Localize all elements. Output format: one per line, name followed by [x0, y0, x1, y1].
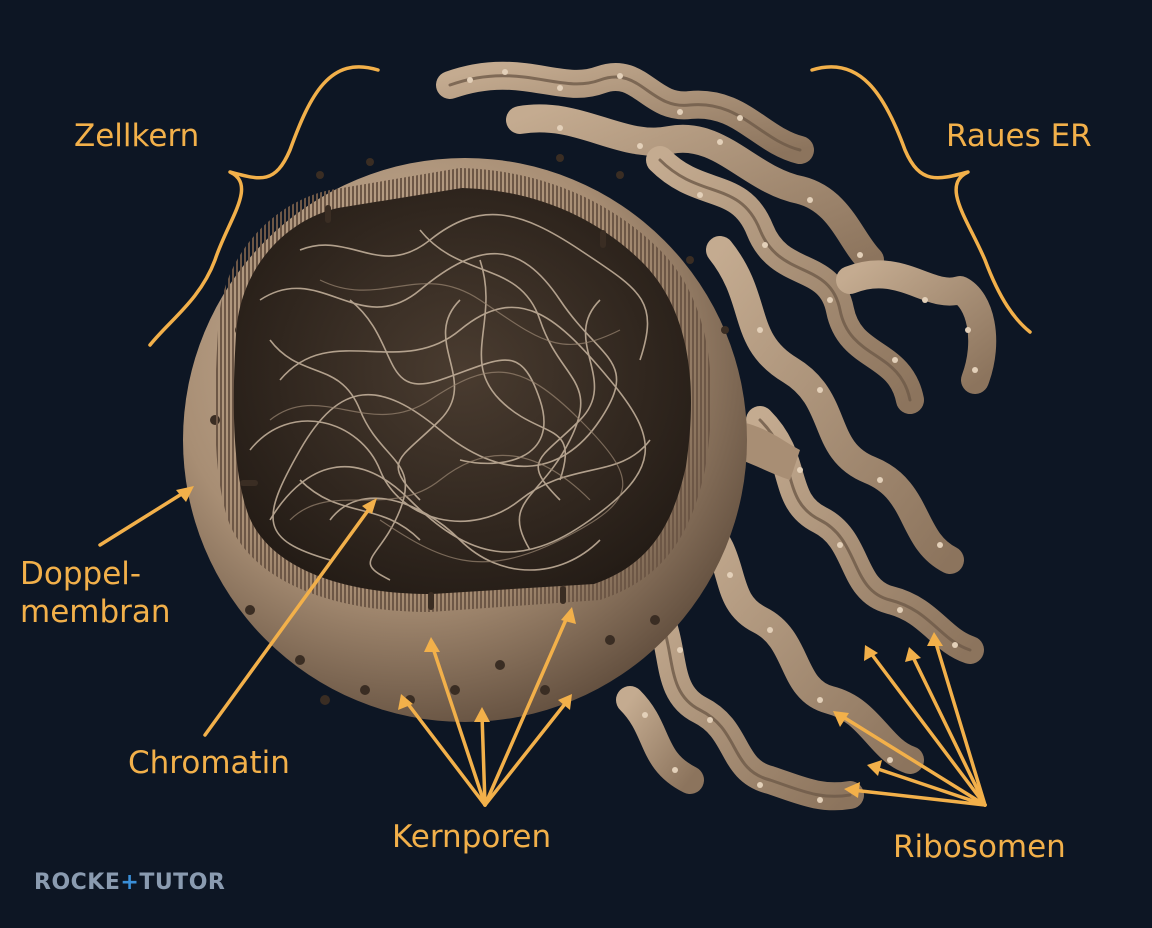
raues-er-brace	[810, 65, 1032, 334]
doppelmembran-arrow	[98, 488, 190, 547]
chromatin-arrow	[203, 503, 374, 737]
kernporen-arrows	[403, 613, 570, 807]
rough-er-network	[436, 61, 997, 811]
label-doppelmembran-line1: Doppel-	[20, 556, 142, 592]
brand-left: ROCKE	[34, 870, 121, 895]
label-kernporen: Kernporen	[392, 819, 552, 855]
arrowheads	[176, 486, 943, 798]
brand-logo: ROCKE+TUTOR	[34, 870, 225, 895]
brand-right: TUTOR	[139, 870, 226, 895]
annotation-lines	[98, 65, 1032, 807]
label-doppelmembran: Doppel- membran	[20, 555, 171, 631]
label-zellkern: Zellkern	[74, 118, 200, 154]
label-doppelmembran-line2: membran	[20, 594, 171, 630]
nucleus	[183, 154, 747, 722]
label-ribosomen: Ribosomen	[893, 829, 1066, 865]
label-chromatin: Chromatin	[128, 745, 290, 781]
zellkern-brace	[148, 65, 380, 347]
label-raues-er: Raues ER	[946, 118, 1092, 154]
chromatin-fibers	[249, 213, 651, 581]
ribosomen-arrows	[838, 638, 987, 807]
brand-mark: +	[120, 870, 140, 895]
